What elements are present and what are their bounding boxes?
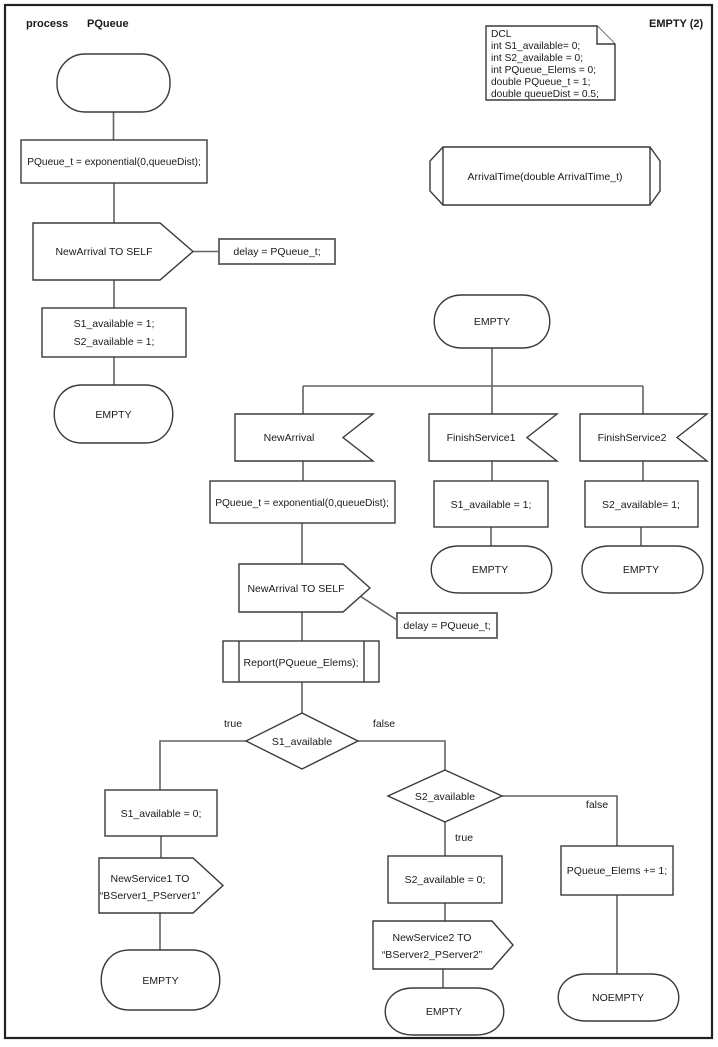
input-finishservice1[interactable]: FinishService1	[428, 413, 560, 462]
task-init-set-available[interactable]: S1_available = 1; S2_available = 1;	[41, 307, 187, 358]
task-init-set-delay[interactable]: PQueue_t = exponential(0,queueDist);	[20, 139, 208, 184]
task-label: S2_available= 1;	[602, 499, 680, 511]
page-border	[3, 3, 714, 1040]
dcl-line: DCL	[491, 29, 512, 40]
state-noempty[interactable]: NOEMPTY	[557, 973, 680, 1022]
procedure-declaration-label: ArrivalTime(double ArrivalTime_t)	[467, 171, 622, 183]
output-label-line1: NewService1 TO	[111, 873, 190, 885]
task-s2-available-0[interactable]: S2_available = 0;	[387, 855, 503, 904]
task-label: PQueue_Elems += 1;	[567, 865, 667, 877]
state-label: NOEMPTY	[592, 992, 644, 1004]
procedure-call-report[interactable]: Report(PQueue_Elems);	[222, 640, 380, 683]
page-title: EMPTY (2)	[649, 18, 704, 30]
procedure-call-label: Report(PQueue_Elems);	[244, 657, 359, 669]
input-label: FinishService1	[447, 432, 516, 444]
branch-label-s2-false: false	[586, 799, 608, 811]
comment-label: delay = PQueue_t;	[403, 620, 490, 632]
state-empty-hub[interactable]: EMPTY	[433, 294, 551, 349]
output-label-line2: “BServer2_PServer2”	[382, 949, 483, 961]
state-label: EMPTY	[95, 409, 131, 421]
state-label: EMPTY	[623, 564, 659, 576]
input-finishservice2[interactable]: FinishService2	[579, 413, 710, 462]
process-keyword: process	[26, 18, 68, 30]
task-newarrival-set-delay[interactable]: PQueue_t = exponential(0,queueDist);	[209, 480, 396, 524]
branch-label-s2-true: true	[455, 832, 473, 844]
dcl-line: double queueDist = 0.5;	[491, 89, 599, 100]
output-label: NewArrival TO SELF	[55, 246, 152, 258]
decision-label: S2_available	[415, 791, 475, 803]
task-finishservice1-s1-available-1[interactable]: S1_available = 1;	[433, 480, 549, 528]
task-label-line2: S2_available = 1;	[74, 336, 155, 348]
folded-corner-icon	[596, 26, 615, 45]
decision-label: S1_available	[272, 736, 332, 748]
start-symbol[interactable]	[56, 53, 171, 113]
state-empty-finishservice2[interactable]: EMPTY	[581, 545, 704, 594]
dcl-line: int S2_available = 0;	[491, 53, 583, 64]
state-label: EMPTY	[472, 564, 508, 576]
output-label: NewArrival TO SELF	[247, 583, 344, 595]
comment-delay-1[interactable]: delay = PQueue_t;	[218, 238, 336, 265]
output-label-line1: NewService2 TO	[393, 932, 472, 944]
process-name: PQueue	[87, 18, 129, 30]
task-pqueue-elems-increment[interactable]: PQueue_Elems += 1;	[560, 845, 674, 896]
state-label: EMPTY	[474, 316, 510, 328]
dcl-line: double PQueue_t = 1;	[491, 77, 590, 88]
task-label: S2_available = 0;	[405, 874, 486, 886]
task-label: S1_available = 0;	[121, 808, 202, 820]
task-finishservice2-s2-available-1[interactable]: S2_available= 1;	[584, 480, 699, 528]
task-s1-available-0[interactable]: S1_available = 0;	[104, 789, 218, 837]
comment-label: delay = PQueue_t;	[233, 246, 320, 258]
procedure-declaration-arrivaltime[interactable]: ArrivalTime(double ArrivalTime_t)	[429, 146, 661, 206]
comment-delay-2[interactable]: delay = PQueue_t;	[396, 612, 498, 639]
decision-s1-available[interactable]: S1_available	[244, 712, 360, 770]
task-label-line1: S1_available = 1;	[74, 318, 155, 330]
task-label: PQueue_t = exponential(0,queueDist);	[27, 157, 201, 168]
dcl-line: int PQueue_Elems = 0;	[491, 65, 596, 76]
output-init-newarrival-to-self[interactable]: NewArrival TO SELF	[32, 222, 195, 281]
branch-label-s1-true: true	[224, 718, 242, 730]
state-empty-newservice1[interactable]: EMPTY	[100, 949, 221, 1011]
state-empty-newservice2[interactable]: EMPTY	[384, 987, 505, 1036]
connectors	[112, 112, 644, 988]
task-label: PQueue_t = exponential(0,queueDist);	[215, 498, 389, 509]
input-newarrival[interactable]: NewArrival	[234, 413, 376, 462]
output-newarrival-to-self[interactable]: NewArrival TO SELF	[238, 563, 372, 613]
branch-label-s1-false: false	[373, 718, 395, 730]
state-empty-init[interactable]: EMPTY	[53, 384, 174, 444]
output-newservice1[interactable]: NewService1 TO “BServer1_PServer1”	[98, 857, 225, 914]
declarations-note[interactable]: DCL int S1_available= 0; int S2_availabl…	[485, 25, 616, 101]
state-label: EMPTY	[142, 975, 178, 987]
dcl-line: int S1_available= 0;	[491, 41, 580, 52]
input-label: FinishService2	[598, 432, 667, 444]
decision-s2-available[interactable]: S2_available	[386, 769, 504, 823]
output-label-line2: “BServer1_PServer1”	[100, 890, 201, 902]
task-label: S1_available = 1;	[451, 499, 532, 511]
output-newservice2[interactable]: NewService2 TO “BServer2_PServer2”	[372, 920, 514, 970]
state-label: EMPTY	[426, 1006, 462, 1018]
state-empty-finishservice1[interactable]: EMPTY	[430, 545, 553, 594]
input-label: NewArrival	[264, 432, 315, 444]
